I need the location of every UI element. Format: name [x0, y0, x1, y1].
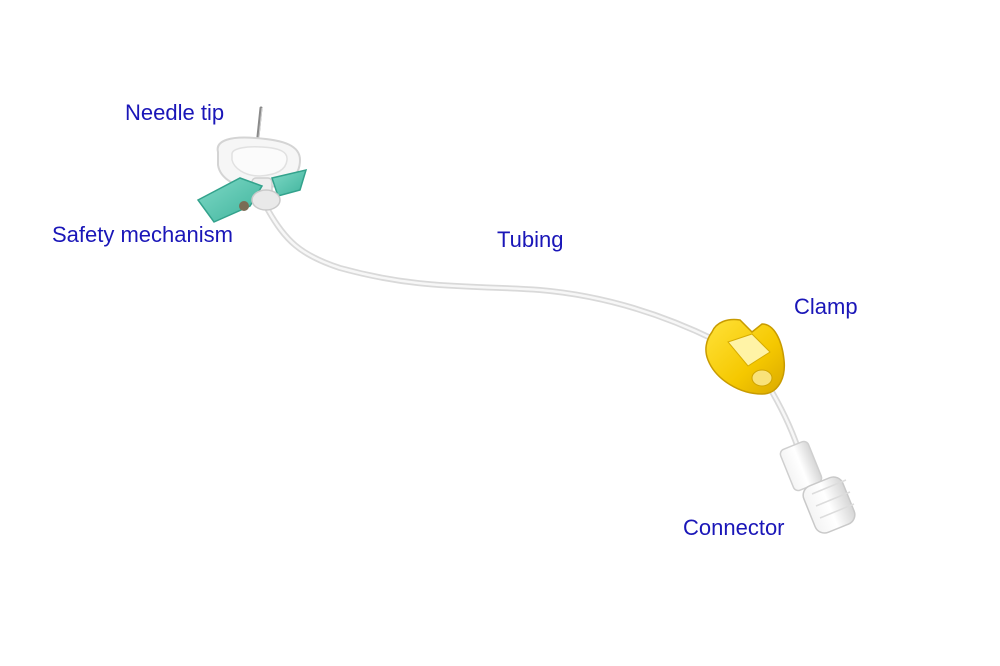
safety-mechanism-wings — [196, 168, 308, 223]
needle-tip-label: Needle tip — [125, 100, 225, 125]
tubing-label: Tubing — [497, 227, 564, 252]
clamp-label: Clamp — [794, 294, 858, 319]
connector-label: Connector — [683, 515, 785, 540]
safety-mechanism-label: Safety mechanism — [52, 222, 233, 247]
clamp — [705, 318, 786, 395]
connector — [779, 440, 856, 534]
